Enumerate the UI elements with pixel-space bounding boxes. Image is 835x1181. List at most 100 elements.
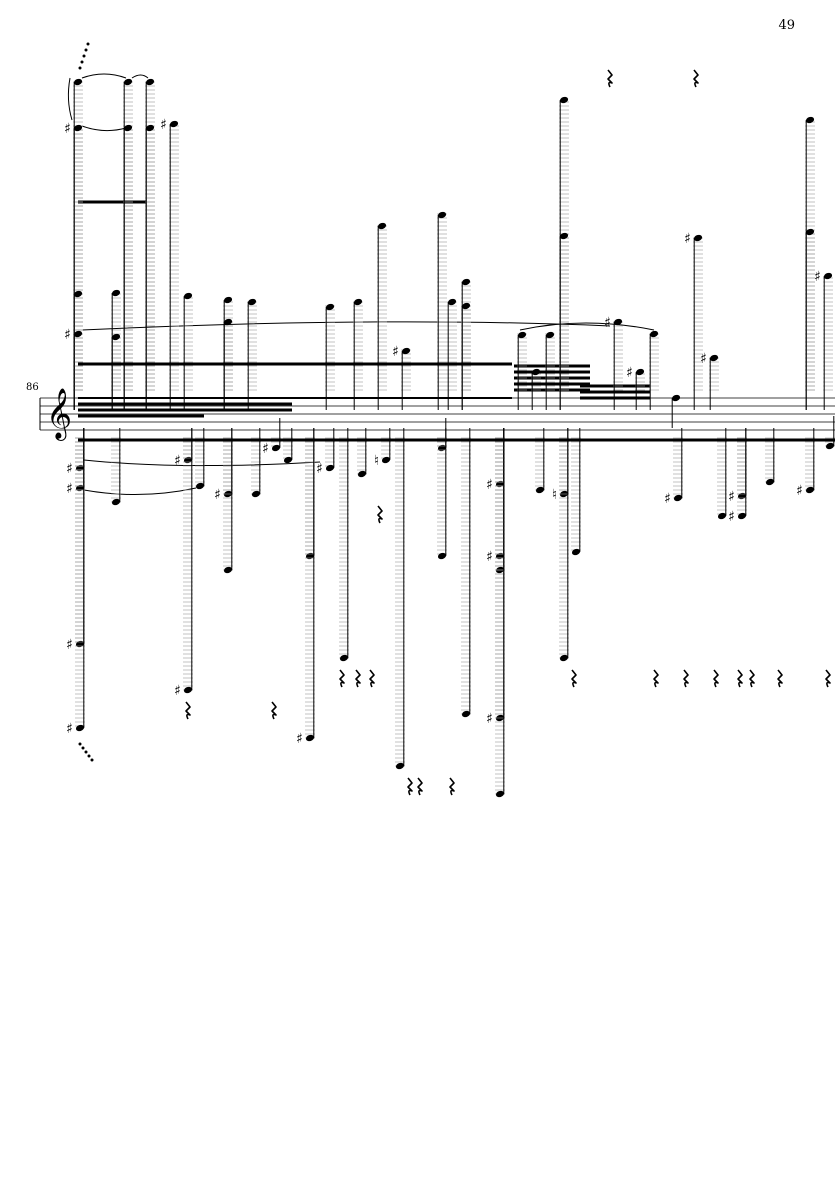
note: ♯ — [66, 428, 85, 737]
quarter-rest-icon — [355, 669, 361, 688]
arpeggio-dot — [84, 48, 88, 52]
notehead — [73, 330, 83, 338]
notehead — [325, 464, 335, 472]
sharp-icon: ♯ — [66, 481, 73, 497]
note — [223, 318, 233, 410]
note — [717, 428, 727, 520]
notehead — [535, 486, 545, 494]
notehead — [247, 298, 257, 306]
notehead — [805, 116, 815, 124]
note: ♯ — [64, 121, 83, 410]
note — [111, 333, 121, 410]
sharp-icon: ♯ — [664, 491, 671, 507]
sharp-icon: ♯ — [64, 327, 71, 343]
beams — [78, 200, 835, 442]
note — [559, 232, 569, 410]
note — [353, 298, 363, 410]
note: ♯ — [316, 428, 335, 477]
note — [339, 428, 349, 662]
notehead — [305, 734, 315, 742]
slur — [81, 125, 127, 132]
note — [447, 298, 457, 410]
note: ♮ — [374, 428, 391, 469]
notehead — [635, 368, 645, 376]
notehead — [461, 302, 471, 310]
notehead — [357, 470, 367, 478]
slur — [519, 322, 655, 331]
sharp-icon: ♯ — [262, 441, 269, 457]
note — [825, 416, 835, 450]
note: ♯ — [64, 327, 83, 410]
notehead — [531, 368, 541, 376]
note — [571, 428, 581, 556]
quarter-rest-icon — [653, 669, 659, 688]
note: ♯ — [296, 428, 315, 747]
note: ♯ — [700, 351, 719, 410]
notehead — [737, 512, 747, 520]
note: ♯ — [604, 315, 623, 410]
note — [535, 428, 545, 494]
notehead — [223, 566, 233, 574]
notehead — [447, 298, 457, 306]
notehead — [495, 790, 505, 798]
arpeggio-icon — [78, 42, 94, 762]
quarter-rest-icon — [607, 69, 613, 88]
slur — [67, 77, 73, 121]
sharp-icon: ♯ — [174, 683, 181, 699]
note: ♯ — [174, 428, 193, 469]
notehead — [111, 289, 121, 297]
notehead — [111, 333, 121, 341]
notehead — [517, 331, 527, 339]
note: ♯ — [174, 428, 193, 699]
sharp-icon: ♯ — [604, 315, 611, 331]
slurs — [67, 73, 655, 496]
note — [377, 222, 387, 410]
quarter-rest-icon — [825, 669, 831, 688]
sharp-icon: ♯ — [296, 731, 303, 747]
notehead — [145, 78, 155, 86]
notehead — [545, 331, 555, 339]
notehead — [305, 552, 315, 560]
quarter-rest-icon — [407, 777, 413, 796]
note: ♯ — [626, 365, 645, 410]
note: ♯ — [796, 428, 815, 499]
sharp-icon: ♯ — [486, 711, 493, 727]
notehead — [353, 298, 363, 306]
sharp-icon: ♯ — [174, 453, 181, 469]
notehead — [271, 444, 281, 452]
arpeggio-dot — [84, 750, 88, 754]
notehead — [571, 548, 581, 556]
notehead — [73, 290, 83, 298]
notehead — [717, 512, 727, 520]
notehead — [75, 640, 85, 648]
notehead — [765, 478, 775, 486]
quarter-rest-icon — [271, 701, 277, 720]
treble-clef-icon: 𝄞 — [46, 388, 72, 441]
sharp-icon: ♯ — [486, 549, 493, 565]
quarter-rest-icon — [571, 669, 577, 688]
notehead — [251, 490, 261, 498]
note — [123, 124, 133, 410]
note — [325, 303, 335, 410]
note: ♯ — [392, 344, 411, 410]
page-number: 49 — [778, 18, 795, 33]
notehead — [825, 442, 835, 450]
notehead — [671, 394, 681, 402]
sharp-icon: ♯ — [486, 477, 493, 493]
note — [805, 228, 815, 410]
notehead — [223, 296, 233, 304]
quarter-rest-icon — [713, 669, 719, 688]
note — [283, 428, 293, 464]
arpeggio-dot — [81, 746, 85, 750]
arpeggio-dot — [80, 60, 84, 64]
quarter-rest-icon — [777, 669, 783, 688]
note — [357, 428, 367, 478]
slur — [81, 73, 127, 79]
sharp-icon: ♯ — [728, 489, 735, 505]
note — [765, 428, 775, 486]
note — [183, 292, 193, 410]
notehead — [673, 494, 683, 502]
notehead — [111, 498, 121, 506]
notehead — [123, 124, 133, 132]
